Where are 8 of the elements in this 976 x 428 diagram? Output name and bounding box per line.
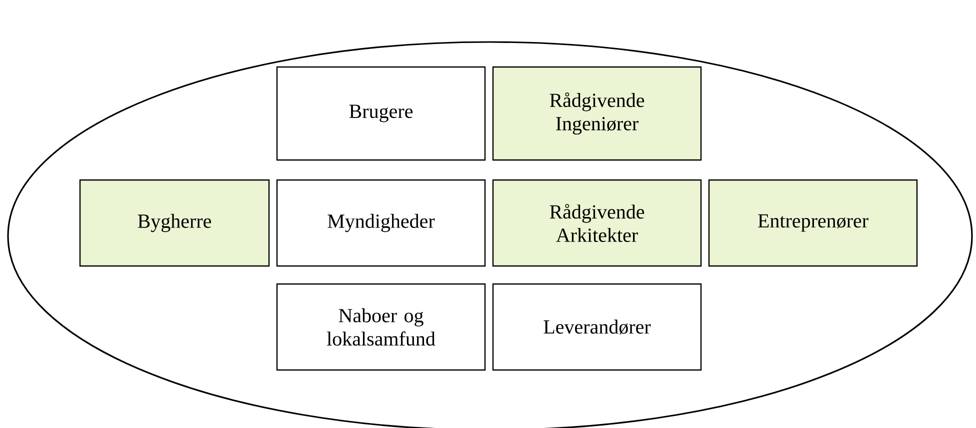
stakeholder-box: Bygherre [79,179,270,267]
stakeholder-box: Leverandører [492,283,702,371]
stakeholder-box: Rådgivende Ingeniører [492,66,702,161]
stakeholder-box: Brugere [276,66,486,161]
stakeholder-box: Naboer og lokalsamfund [276,283,486,371]
stakeholder-box: Myndigheder [276,179,486,267]
stakeholder-box: Rådgivende Arkitekter [492,179,702,267]
stakeholder-box: Entreprenører [708,179,918,267]
